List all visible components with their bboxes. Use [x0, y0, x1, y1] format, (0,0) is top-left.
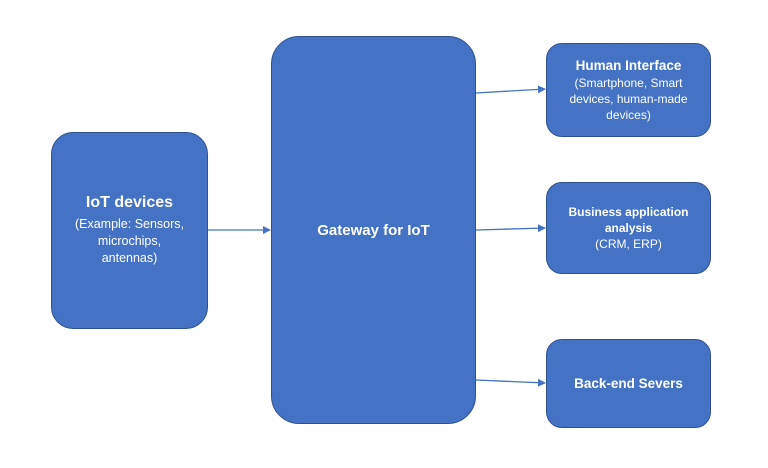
iot-devices-detail-line: (Example: Sensors, — [74, 217, 185, 231]
arrow-gateway-to-human-interface — [475, 85, 546, 94]
business-application-detail-line: (CRM, ERP) — [595, 237, 662, 251]
iot-devices-detail-line: antennas) — [101, 251, 158, 265]
business-application-title-line: Business application — [568, 205, 689, 219]
arrow-gateway-to-business-application — [475, 224, 546, 233]
human-interface-box: Human Interface (Smartphone, Smart devic… — [546, 43, 711, 137]
human-interface-title: Human Interface — [575, 57, 682, 73]
human-interface-detail-line: devices, human-made — [569, 91, 688, 106]
human-interface-detail-line: devices) — [606, 107, 651, 122]
gateway-title: Gateway for IoT — [317, 221, 430, 239]
business-application-title-line: analysis — [604, 221, 653, 235]
iot-devices-title: IoT devices — [85, 194, 174, 211]
iot-devices-box: IoT devices (Example: Sensors, microchip… — [51, 132, 208, 329]
business-application-box: Business application analysis (CRM, ERP) — [546, 182, 711, 274]
human-interface-detail-line: (Smartphone, Smart — [574, 75, 683, 90]
arrow-gateway-to-backend-servers — [475, 378, 546, 387]
iot-devices-detail-line: microchips, — [97, 234, 162, 248]
backend-servers-box: Back-end Severs — [546, 339, 711, 428]
gateway-box: Gateway for IoT — [271, 36, 476, 424]
backend-servers-title: Back-end Severs — [574, 376, 683, 391]
